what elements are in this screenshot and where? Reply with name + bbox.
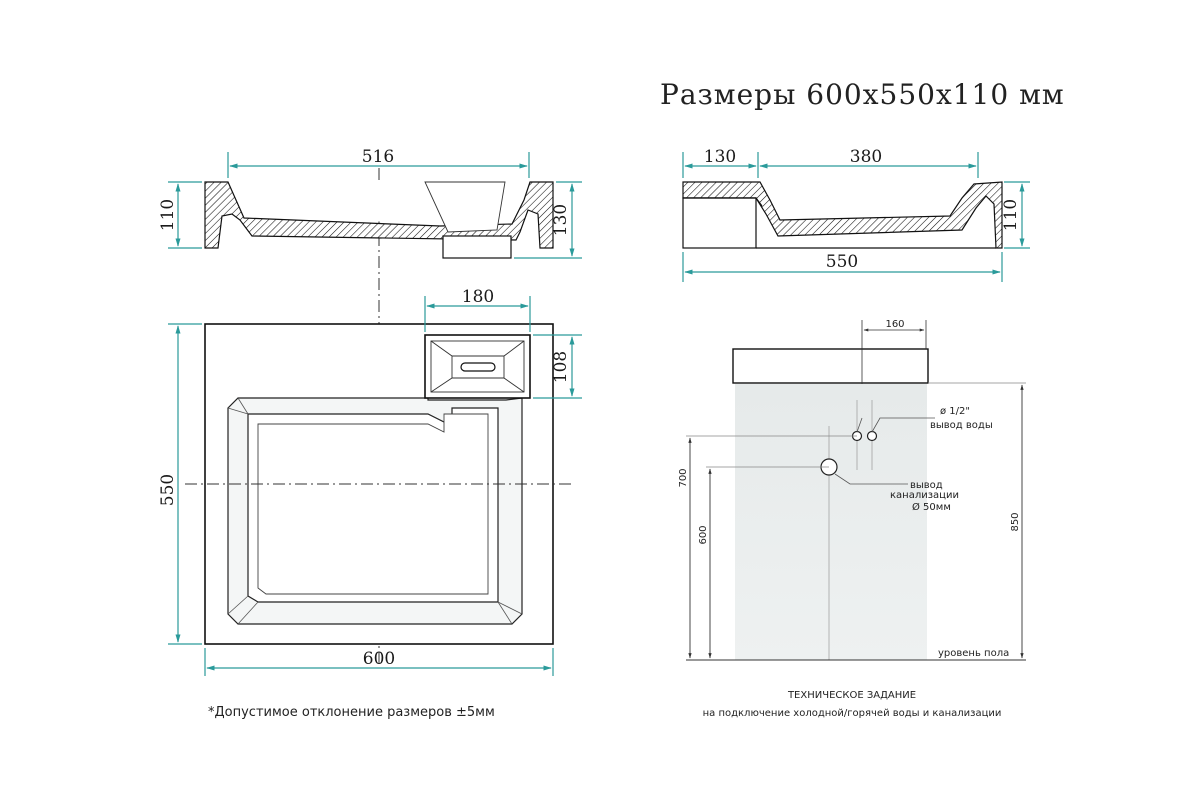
plan-drain-depth-label: 108	[551, 351, 571, 383]
installation-view: 160 ø 1/2" вывод воды вывод канализации …	[678, 319, 1026, 719]
front-right-height-label: 130	[551, 204, 571, 236]
side-left-segment-label: 130	[704, 147, 736, 167]
front-drain-pipe	[442, 235, 512, 259]
side-base-inner	[683, 197, 763, 207]
install-basin-block	[732, 348, 929, 384]
plan-drain-width-label: 180	[462, 287, 494, 307]
drain-label-line3: Ø 50мм	[912, 501, 951, 513]
front-top-width-label: 516	[362, 147, 394, 167]
side-total-width-label: 550	[826, 252, 858, 272]
install-wall-area	[735, 384, 927, 660]
plan-depth-label: 550	[158, 474, 178, 506]
floor-label: уровень пола	[938, 648, 1009, 659]
water-label-line2: вывод воды	[930, 420, 993, 431]
page-title: Размеры 600x550x110 мм	[660, 78, 1065, 111]
install-caption-subtitle: на подключение холодной/горячей воды и к…	[703, 708, 1002, 719]
install-offset-label: 160	[885, 319, 904, 330]
side-height-label: 110	[1001, 199, 1021, 231]
side-view: 130 380 550 110	[682, 147, 1030, 282]
plan-drain-slot	[460, 362, 496, 372]
drain-label-line2: канализации	[890, 490, 959, 501]
install-caption-title: ТЕХНИЧЕСКОЕ ЗАДАНИЕ	[787, 690, 916, 701]
install-height-top-label: 850	[1010, 512, 1021, 531]
plan-view: 180 108 550 600	[158, 287, 582, 676]
front-left-height-label: 110	[158, 199, 178, 231]
front-view: 516 110 130	[158, 147, 582, 668]
water-label-line1: ø 1/2"	[940, 406, 970, 417]
cold-water-outlet	[866, 430, 878, 442]
tolerance-note: *Допустимое отклонение размеров ±5мм	[208, 705, 495, 720]
plan-inner-line	[257, 413, 489, 595]
install-height-water-label: 700	[678, 468, 689, 487]
side-base-body	[682, 197, 757, 249]
drain-label-line1: вывод	[910, 480, 943, 491]
side-right-segment-label: 380	[850, 147, 882, 167]
install-height-drain-label: 600	[698, 525, 709, 544]
front-drain-cone	[424, 181, 506, 233]
plan-drain-bevel	[430, 340, 525, 393]
plan-width-label: 600	[363, 649, 395, 669]
